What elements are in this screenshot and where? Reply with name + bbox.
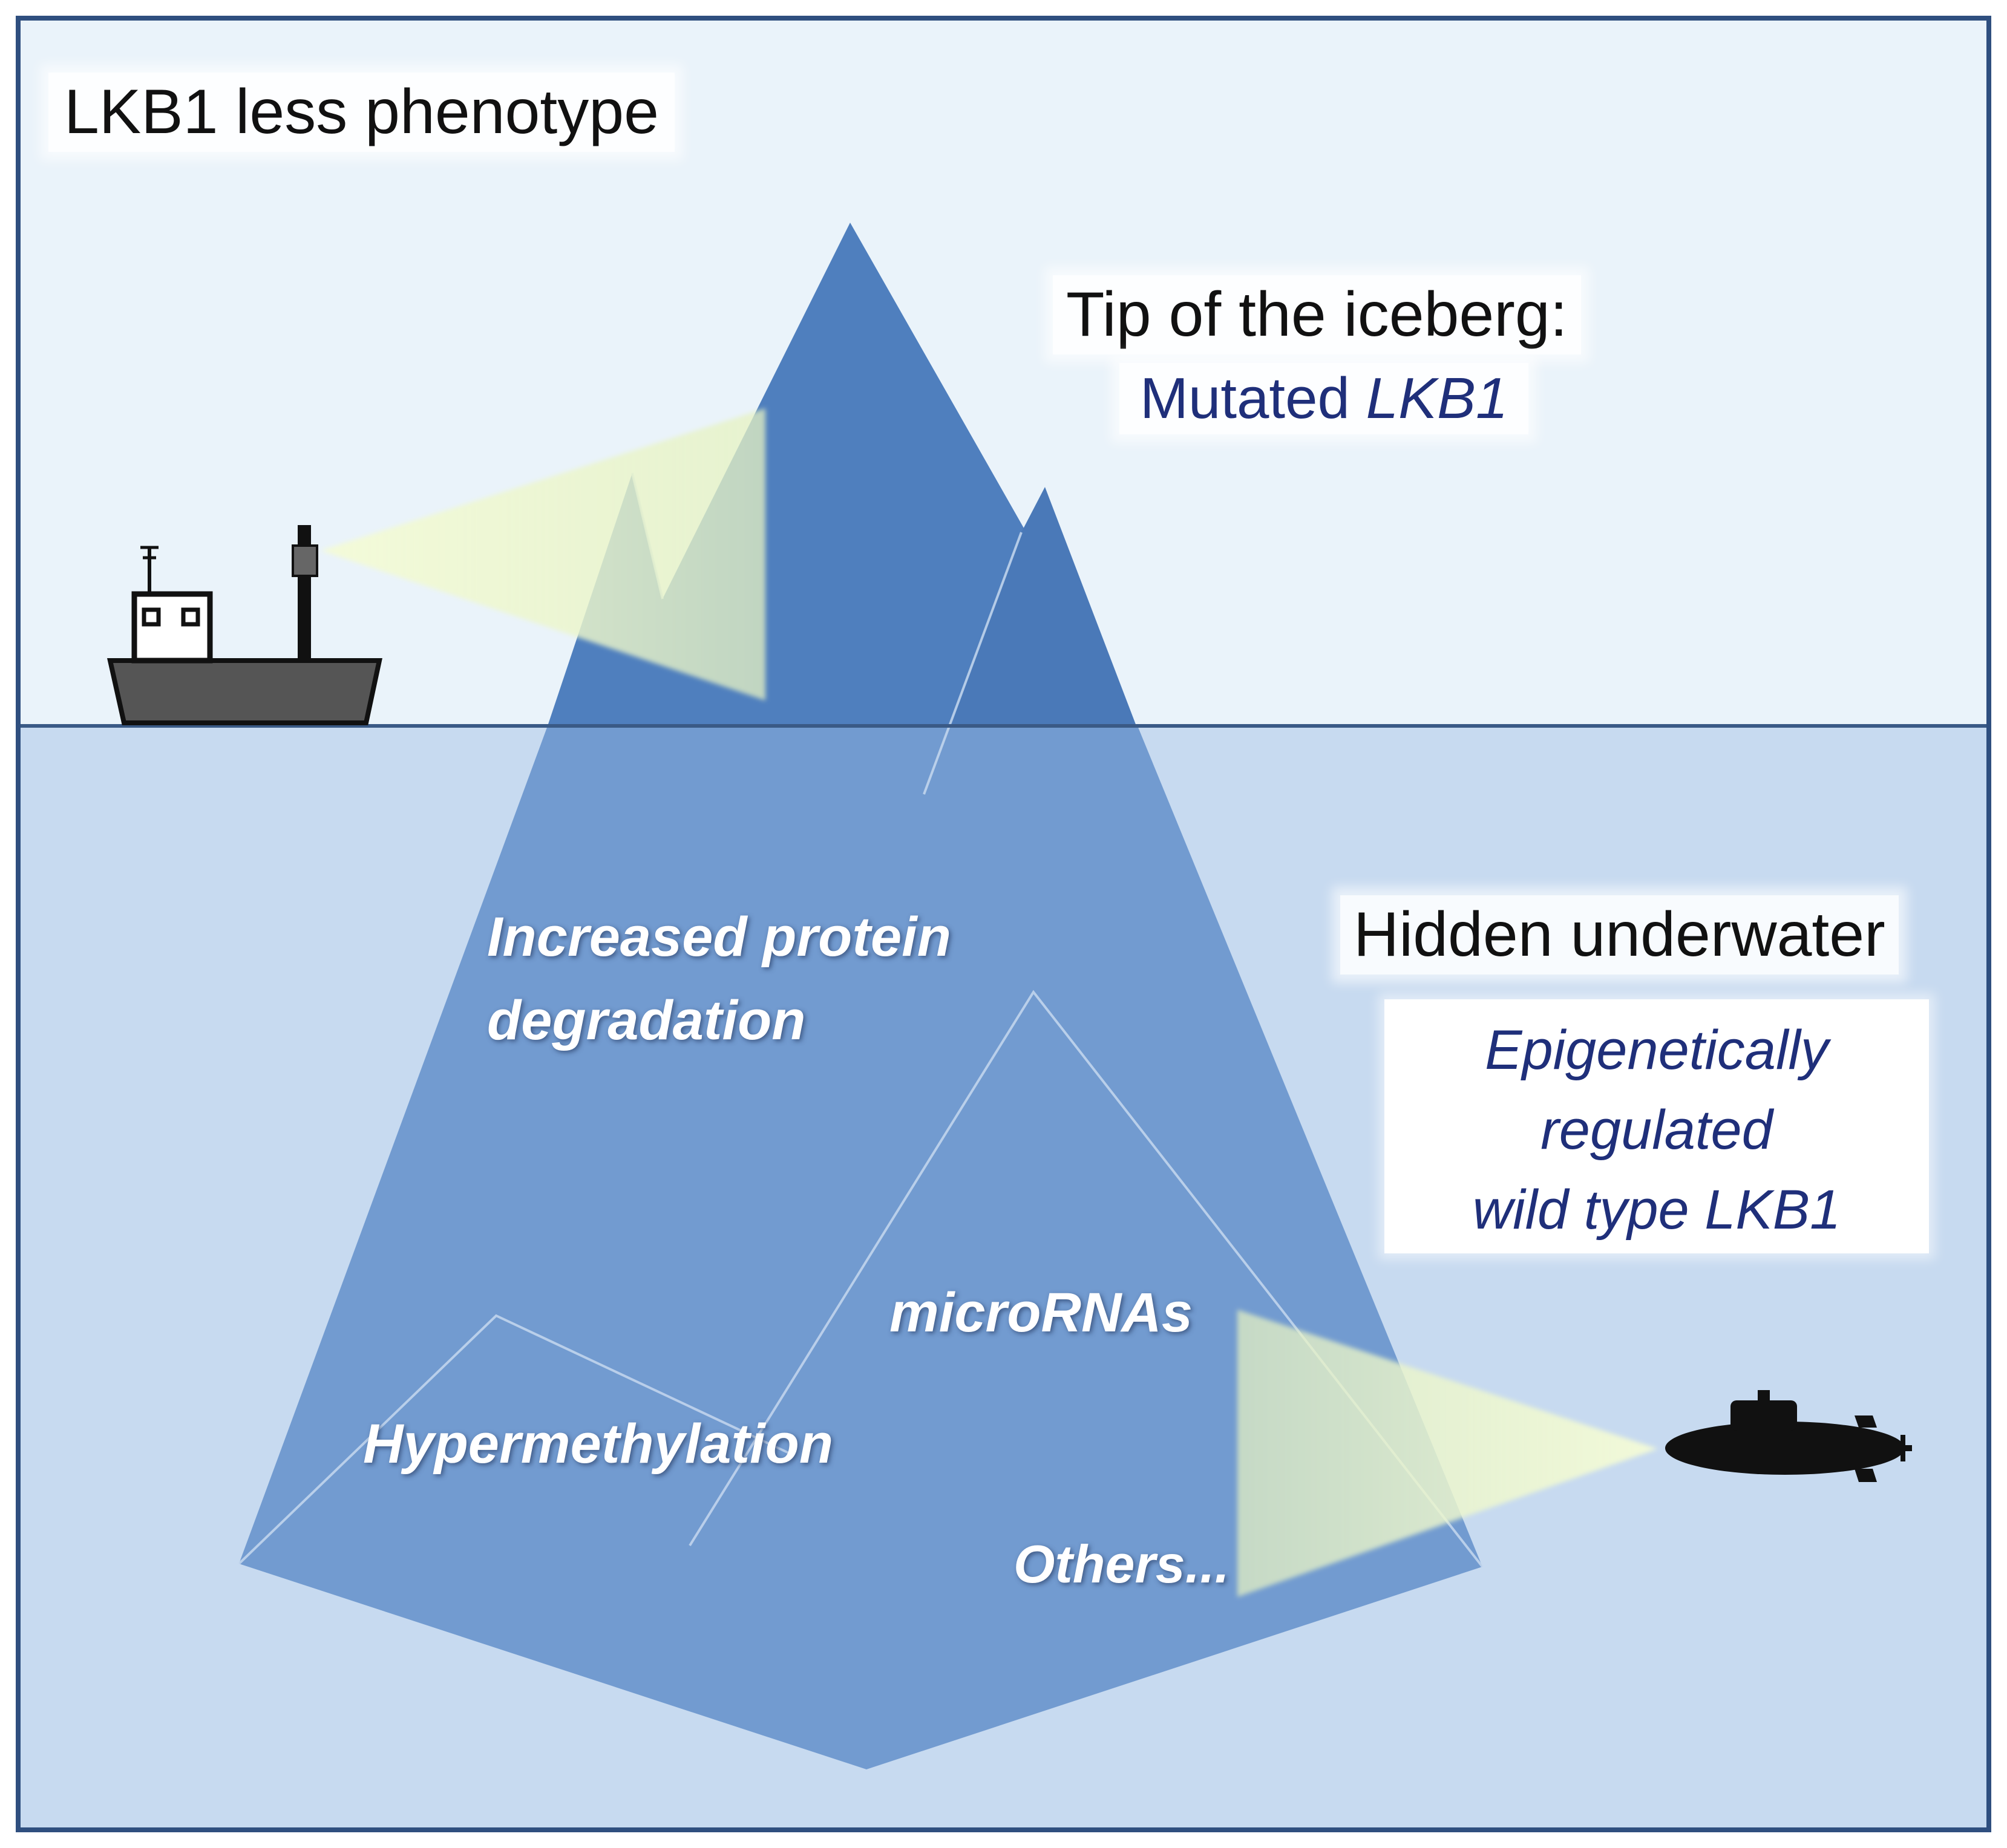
hidden-line: wild type LKB1 bbox=[1472, 1179, 1841, 1241]
hidden-line: regulated bbox=[1540, 1099, 1773, 1161]
iceberg-underwater bbox=[239, 726, 1482, 1769]
others-label: Others... bbox=[1013, 1534, 1229, 1594]
micrornas-label: microRNAs bbox=[889, 1282, 1193, 1344]
hypermethylation-label: Hypermethylation bbox=[363, 1413, 834, 1475]
tip-subheading-plain: Mutated bbox=[1140, 366, 1366, 431]
hidden-description-box: Epigenetically regulated wild type LKB1 bbox=[1384, 999, 1929, 1253]
protein-degradation-line: Increased protein bbox=[487, 906, 951, 968]
tip-subheading: Mutated LKB1 bbox=[1119, 363, 1529, 434]
hidden-heading: Hidden underwater bbox=[1340, 895, 1899, 975]
searchlight-beam-icon bbox=[1237, 1310, 1658, 1597]
tip-subheading-gene: LKB1 bbox=[1366, 366, 1508, 431]
protein-degradation-label: Increased protein degradation bbox=[487, 895, 951, 1062]
phenotype-title: LKB1 less phenotype bbox=[48, 73, 675, 152]
iceberg-right-peak bbox=[951, 487, 1136, 726]
hidden-line: Epigenetically bbox=[1485, 1019, 1829, 1081]
searchlight-beam-icon bbox=[321, 408, 765, 700]
submarine-icon bbox=[1665, 1390, 1912, 1482]
tip-heading: Tip of the iceberg: bbox=[1053, 275, 1581, 354]
ship-icon bbox=[107, 525, 382, 725]
protein-degradation-line: degradation bbox=[487, 990, 806, 1051]
figure-border bbox=[16, 16, 1991, 1832]
